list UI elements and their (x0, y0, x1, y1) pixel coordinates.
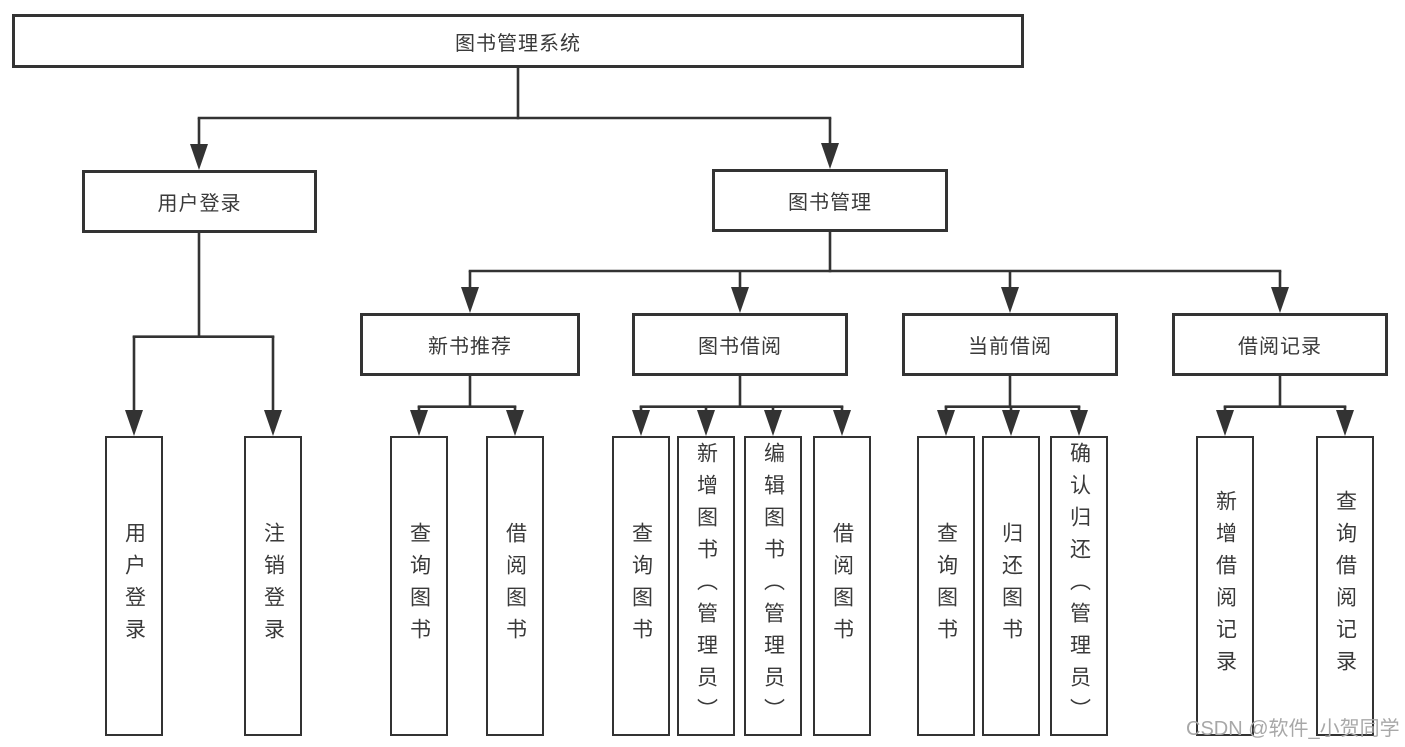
node-book-management: 图书管理 (712, 169, 948, 232)
leaf-add-books-admin: 新增图书（管理员） (677, 436, 735, 736)
edge-new-book-recommend-children (410, 376, 524, 436)
node-current-borrowing: 当前借阅 (902, 313, 1118, 376)
leaf-query-books-borrowing: 查询图书 (612, 436, 670, 736)
leaf-logout: 注销登录 (244, 436, 302, 736)
edge-book-borrowing-children (632, 376, 851, 436)
leaf-query-books-current: 查询图书 (917, 436, 975, 736)
edge-user-login-children (125, 233, 282, 436)
node-borrowing-records: 借阅记录 (1172, 313, 1388, 376)
edge-root-children (190, 68, 839, 170)
node-library-management-system: 图书管理系统 (12, 14, 1024, 68)
node-new-book-recommend: 新书推荐 (360, 313, 580, 376)
leaf-borrow-books-borrowing: 借阅图书 (813, 436, 871, 736)
leaf-confirm-return-admin: 确认归还（管理员） (1050, 436, 1108, 736)
leaf-return-books: 归还图书 (982, 436, 1040, 736)
edge-book-management-children (461, 232, 1289, 313)
node-book-borrowing: 图书借阅 (632, 313, 848, 376)
leaf-query-borrow-record: 查询借阅记录 (1316, 436, 1374, 736)
leaf-edit-books-admin: 编辑图书（管理员） (744, 436, 802, 736)
leaf-query-books-recommend: 查询图书 (390, 436, 448, 736)
leaf-borrow-books-recommend: 借阅图书 (486, 436, 544, 736)
leaf-user-login: 用户登录 (105, 436, 163, 736)
edge-current-borrowing-children (937, 376, 1088, 436)
watermark-text: CSDN @软件_小贺同学 (1186, 718, 1400, 740)
node-user-login: 用户登录 (82, 170, 317, 233)
leaf-add-borrow-record: 新增借阅记录 (1196, 436, 1254, 736)
edge-borrowing-records-children (1216, 376, 1354, 436)
